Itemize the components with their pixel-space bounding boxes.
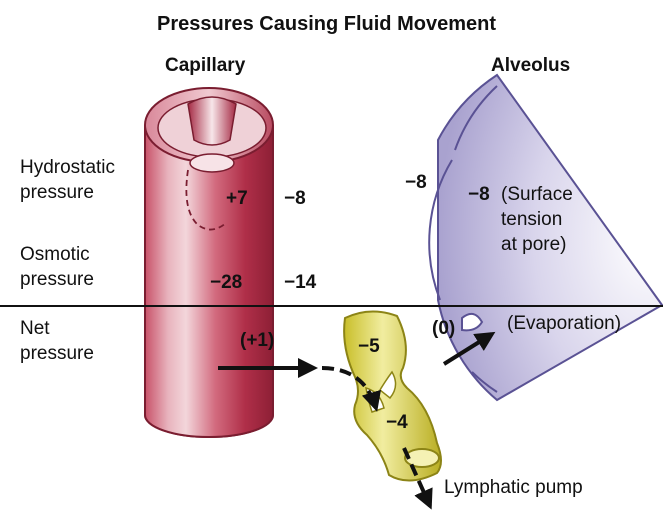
capillary-hydrostatic-value: +7 (226, 188, 248, 209)
surface-tension-line3: at pore) (501, 234, 567, 255)
alveolar-wall-value: −8 (405, 172, 427, 193)
alveolar-net-value: (0) (432, 318, 456, 339)
surface-tension-line2: tension (501, 209, 563, 230)
hydrostatic-label-line2: pressure (20, 182, 94, 203)
surface-tension-line1: (Surface (501, 184, 573, 205)
evaporation-label: (Evaporation) (507, 313, 622, 334)
capillary-net-value: (+1) (240, 330, 275, 351)
capillary-header: Capillary (165, 55, 246, 76)
interstitial-hydrostatic-value: −8 (284, 188, 306, 209)
alveolus-header: Alveolus (491, 55, 571, 76)
capillary-shape (144, 87, 274, 438)
lymph-upper-value: −5 (358, 336, 380, 357)
osmotic-label-line2: pressure (20, 269, 94, 290)
alveolar-surface-value: −8 (468, 184, 490, 205)
hydrostatic-label-line1: Hydrostatic (20, 157, 116, 178)
evaporation-arrow (442, 331, 496, 366)
osmotic-label-line1: Osmotic (20, 244, 90, 265)
net-label-line1: Net (20, 318, 50, 339)
capillary-osmotic-value: −28 (210, 272, 243, 293)
page-title: Pressures Causing Fluid Movement (157, 13, 496, 35)
lymphatic-pump-label: Lymphatic pump (444, 477, 583, 498)
lymph-lower-value: −4 (386, 412, 408, 433)
lymph-entry-arrow (321, 366, 381, 412)
interstitial-osmotic-value: −14 (284, 272, 317, 293)
net-label-line2: pressure (20, 343, 94, 364)
lymph-pump-arrow (402, 447, 433, 510)
